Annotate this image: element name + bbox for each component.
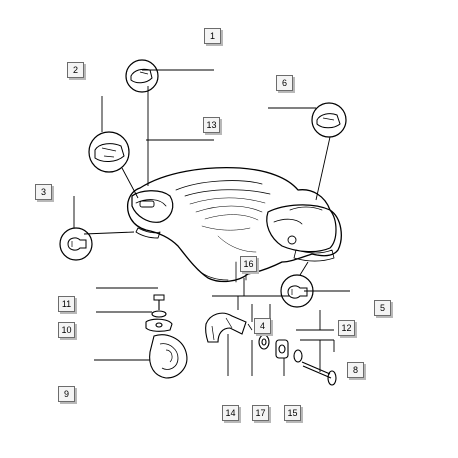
callout-6: 6 [276,75,293,91]
callout-13: 13 [203,117,220,133]
callout-12: 12 [338,320,355,336]
callout-10: 10 [58,322,75,338]
callout-15: 15 [284,405,301,421]
connector-part-14 [205,312,247,343]
callout-4: 4 [254,318,271,334]
lower-components [145,294,337,386]
detail-circles [59,59,347,308]
clip-part-4 [247,323,253,331]
screw-part-11 [153,294,165,310]
callout-11: 11 [58,296,75,312]
bracket-part-10 [145,318,173,332]
detail-circle-bulb-3 [59,227,93,261]
detail-circle-switch-6 [311,102,347,138]
callout-14: 14 [222,405,239,421]
nut-part-15 [275,339,289,359]
callout-17: 17 [252,405,269,421]
callout-9: 9 [58,386,75,402]
callout-2: 2 [67,62,84,78]
detail-circle-switch-2 [125,59,159,93]
leader-lines [73,69,350,376]
bolt-part-8 [301,361,337,386]
horn-part-9 [149,334,188,379]
detail-circle-switch-left [88,131,130,173]
callout-8: 8 [347,362,364,378]
washer-part-12 [293,349,303,363]
handlebar-cover [126,167,342,283]
washer-part-10 [151,310,167,318]
callout-16: 16 [240,256,257,272]
callout-5: 5 [374,300,391,316]
grommet-part-17 [258,334,270,350]
callout-3: 3 [35,184,52,200]
callout-1: 1 [204,28,221,44]
